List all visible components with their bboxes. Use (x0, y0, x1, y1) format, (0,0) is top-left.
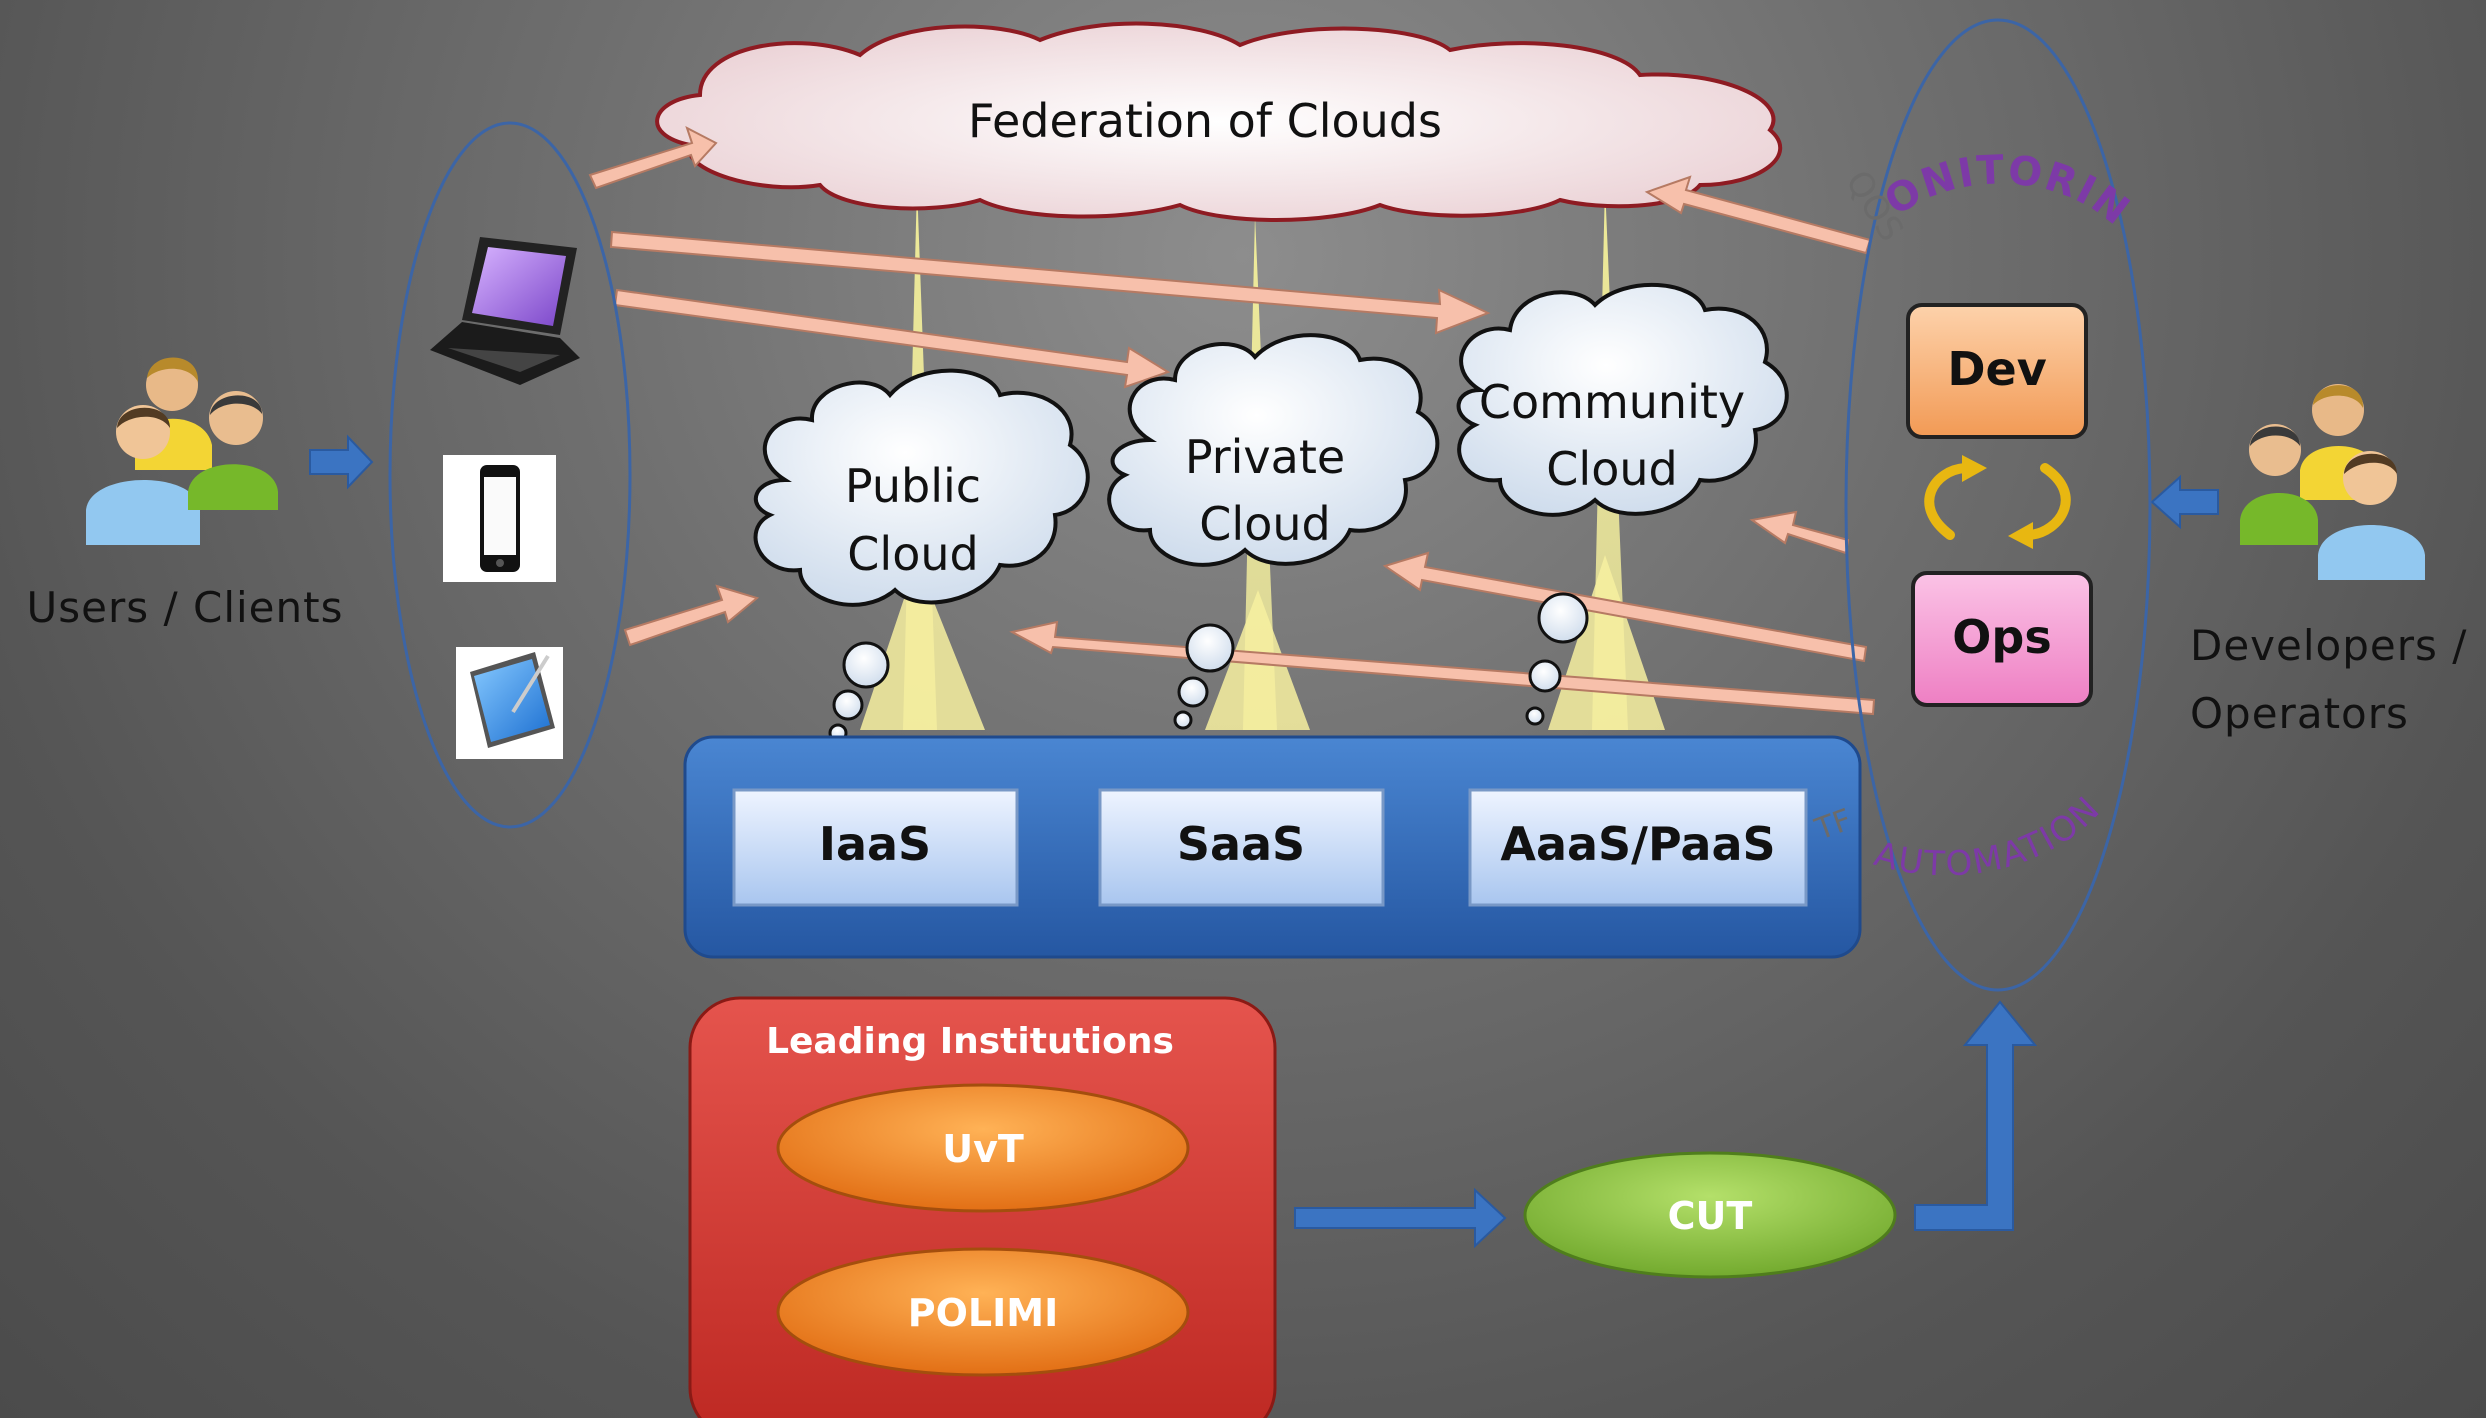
service-layer: IaaS SaaS AaaS/PaaS (683, 735, 1862, 959)
developers-group-icon (2240, 384, 2425, 580)
devops-ellipse (1844, 18, 2152, 992)
private-cloud-line1: Private (1185, 430, 1345, 484)
institutions-title: Leading Institutions (766, 1021, 1174, 1062)
cut-label: CUT (1668, 1194, 1753, 1238)
thought-bubble (842, 641, 890, 689)
federation-cloud: Federation of Clouds (655, 21, 1783, 222)
ops-label: Ops (1952, 610, 2051, 664)
community-cloud: Community Cloud (1456, 282, 1789, 726)
arrow-developers-to-devops (2150, 474, 2219, 530)
devices-ellipse (388, 121, 632, 829)
public-cloud-line2: Cloud (847, 527, 978, 581)
arrow-ops-to-public (1009, 620, 1876, 716)
thought-bubble (1177, 676, 1209, 708)
service-label-saas: SaaS (1177, 817, 1305, 871)
ops-box: Ops (1911, 571, 2093, 707)
arrow-ops-to-community (1749, 510, 1850, 555)
community-cloud-line2: Cloud (1546, 442, 1677, 496)
dev-box: Dev (1906, 303, 2088, 439)
laptop-icon (430, 237, 580, 385)
member-uvt (776, 1083, 1190, 1213)
arrow-to-community (609, 230, 1491, 335)
service-box-iaas (732, 788, 1019, 907)
smartphone-icon (443, 455, 556, 582)
member-polimi (776, 1247, 1190, 1377)
leading-institutions-box: Leading Institutions UvT POLIMI (688, 996, 1277, 1418)
private-cloud: Private Cloud (1107, 333, 1440, 730)
service-label-aaas: AaaS/PaaS (1500, 817, 1775, 871)
arrow-ops-to-private (1382, 551, 1868, 663)
arrow-users-to-devices (309, 434, 374, 490)
developers-label-line2: Operators (2190, 689, 2409, 738)
automation-ring-label: AUTOMATION (1870, 788, 2109, 885)
developers-label-line1: Developers / (2190, 621, 2467, 670)
dev-label: Dev (1947, 342, 2046, 396)
cycle-arrows-icon (1924, 455, 2071, 549)
service-box-saas (1098, 788, 1385, 907)
arrow-to-private (613, 288, 1171, 389)
private-cloud-line2: Cloud (1199, 497, 1330, 551)
tablet-icon (456, 647, 563, 759)
arrow-to-public (623, 584, 760, 647)
arrow-institutions-to-cut (1294, 1187, 1507, 1249)
thought-bubble (832, 689, 864, 721)
thought-bubble (1173, 710, 1193, 730)
service-label-iaas: IaaS (819, 817, 931, 871)
federation-label: Federation of Clouds (968, 94, 1442, 148)
public-cloud: Public Cloud (753, 368, 1090, 743)
community-cloud-line1: Community (1479, 375, 1745, 429)
cut-node: CUT (1523, 1151, 1897, 1279)
service-box-aaas (1468, 788, 1808, 907)
light-beam (860, 560, 985, 730)
public-cloud-line1: Public (845, 459, 981, 513)
thought-bubble (1185, 623, 1235, 673)
member-uvt-label: UvT (942, 1127, 1024, 1171)
salmon-arrows (588, 125, 1876, 716)
arrow-cut-to-devops (1914, 1000, 2038, 1231)
users-group-icon (86, 357, 278, 545)
thought-bubble (1525, 706, 1545, 726)
thought-bubble (1528, 659, 1562, 693)
thought-bubble (1537, 592, 1589, 644)
member-polimi-label: POLIMI (908, 1291, 1058, 1335)
arrow-to-federation (588, 125, 718, 190)
arrow-ops-to-federation (1644, 175, 1872, 255)
users-clients-label: Users / Clients (27, 583, 344, 632)
